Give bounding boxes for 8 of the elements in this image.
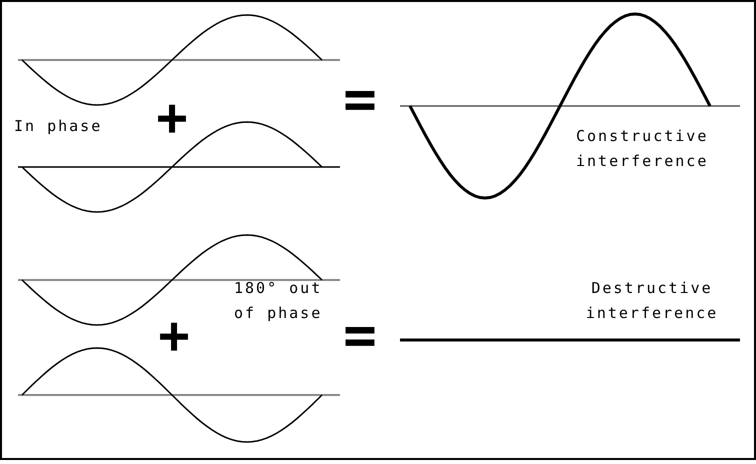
- wave-label: Constructive interference: [576, 126, 710, 172]
- plus-sign: +: [155, 92, 189, 144]
- plus-sign: +: [157, 310, 191, 362]
- equals-sign: =: [342, 72, 378, 128]
- wave-label: 180° out of phase: [234, 278, 324, 324]
- wave-label: In phase: [14, 116, 104, 137]
- wave-label: Destructive interference: [584, 278, 720, 324]
- equals-sign: =: [342, 308, 378, 364]
